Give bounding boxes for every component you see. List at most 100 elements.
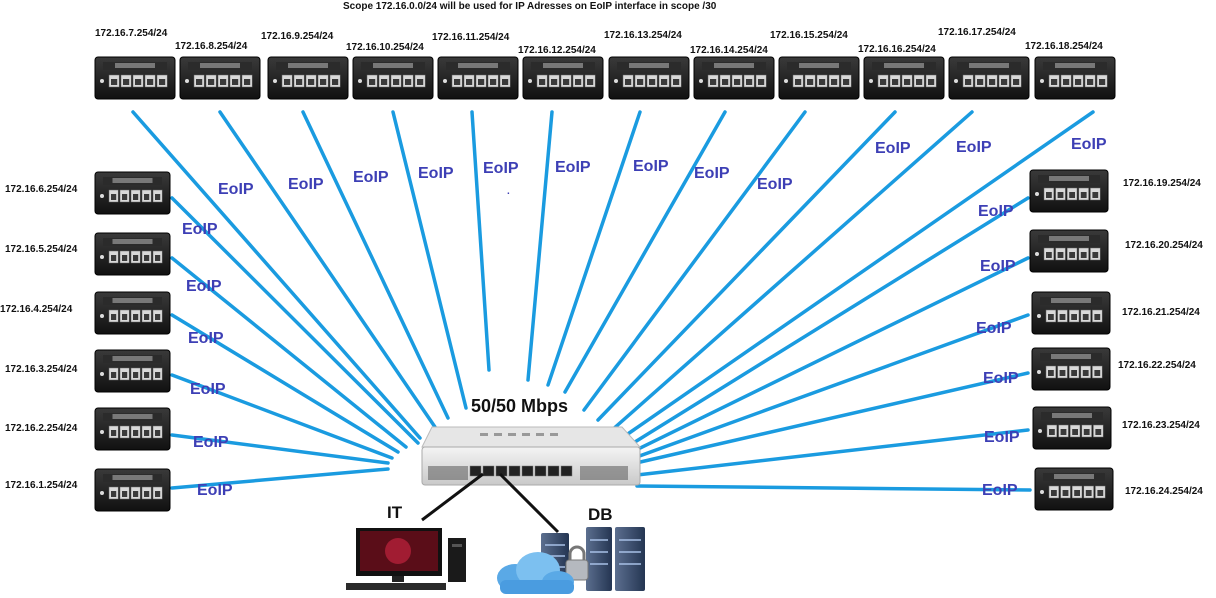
router-ip-label: 172.16.11.254/24: [432, 32, 510, 43]
eoip-label: EoIP: [483, 160, 519, 177]
router-2: 172.16.2.254/24: [5, 407, 171, 451]
router-4: 172.16.4.254/24: [0, 291, 171, 335]
eoip-link-2: [170, 433, 390, 465]
eoip-link-15: [582, 110, 807, 412]
eoip-link-11: [470, 110, 491, 372]
eoip-link-13: [546, 110, 642, 387]
eoip-link-17: [610, 110, 974, 432]
eoip-link-19: [628, 196, 1030, 447]
router-ip-label: 172.16.22.254/24: [1118, 360, 1196, 371]
bandwidth-label: 50/50 Mbps: [471, 396, 568, 416]
router-ip-label: 172.16.10.254/24: [346, 42, 424, 53]
router-3: 172.16.3.254/24: [5, 349, 171, 393]
workstation-icon: [346, 528, 466, 590]
router-23: 172.16.23.254/24: [1032, 406, 1200, 450]
router-ip-label: 172.16.23.254/24: [1122, 420, 1200, 431]
eoip-link-16: [596, 110, 897, 422]
routers: 172.16.1.254/24 172.16.2.254/24 172.16.3.2…: [0, 27, 1203, 512]
router-ip-label: 172.16.2.254/24: [5, 423, 78, 434]
eoip-label: EoIP: [288, 176, 324, 193]
router-5: 172.16.5.254/24: [5, 232, 171, 276]
eoip-label: EoIP: [980, 258, 1016, 275]
eoip-label: EoIP: [193, 434, 229, 451]
eoip-link-18: [620, 110, 1095, 440]
eoip-label: EoIP: [197, 482, 233, 499]
eoip-labels: EoIP EoIP EoIP EoIP EoIP EoIP EoIP EoIP EoIP EoIP…: [182, 136, 1107, 499]
eoip-label: EoIP: [1071, 136, 1107, 153]
eoip-label: EoIP: [984, 429, 1020, 446]
router-1: 172.16.1.254/24: [5, 468, 171, 512]
router-ip-label: 172.16.17.254/24: [938, 27, 1016, 38]
router-15: 172.16.15.254/24: [770, 30, 860, 100]
eoip-link-7: [131, 110, 422, 440]
database-cloud-icon: [497, 527, 645, 594]
router-ip-label: 172.16.18.254/24: [1025, 41, 1103, 52]
eoip-links: [131, 110, 1095, 492]
eoip-label: EoIP: [875, 140, 911, 157]
router-ip-label: 172.16.3.254/24: [5, 364, 78, 375]
router-14: 172.16.14.254/24: [690, 45, 775, 100]
eoip-label: EoIP: [976, 320, 1012, 337]
eoip-link-9: [301, 110, 450, 420]
router-12: 172.16.12.254/24: [518, 45, 604, 100]
router-6: 172.16.6.254/24: [5, 171, 171, 215]
router-ip-label: 172.16.1.254/24: [5, 480, 78, 491]
router-8: 172.16.8.254/24: [175, 41, 261, 100]
eoip-link-21: [632, 313, 1030, 460]
router-17: 172.16.17.254/24: [938, 27, 1030, 100]
router-ip-label: 172.16.7.254/24: [95, 28, 168, 39]
eoip-link-23: [635, 428, 1030, 477]
eoip-label: EoIP: [555, 159, 591, 176]
wire-db: [498, 472, 560, 534]
eoip-label: EoIP: [757, 176, 793, 193]
eoip-label: EoIP: [190, 381, 226, 398]
diagram-title: Scope 172.16.0.0/24 will be used for IP …: [343, 1, 717, 12]
eoip-label: EoIP: [956, 139, 992, 156]
eoip-label: EoIP: [182, 221, 218, 238]
router-ip-label: 172.16.20.254/24: [1125, 240, 1203, 251]
router-ip-label: 172.16.4.254/24: [0, 304, 73, 315]
router-24: 172.16.24.254/24: [1034, 467, 1203, 511]
router-ip-label: 172.16.14.254/24: [690, 45, 768, 56]
eoip-label: EoIP: [418, 165, 454, 182]
router-9: 172.16.9.254/24: [261, 31, 349, 100]
router-19: 172.16.19.254/24: [1029, 169, 1201, 213]
router-7: 172.16.7.254/24: [94, 28, 176, 100]
eoip-link-14: [563, 110, 727, 394]
eoip-label: EoIP: [188, 330, 224, 347]
router-ip-label: 172.16.24.254/24: [1125, 486, 1203, 497]
router-ip-label: 172.16.15.254/24: [770, 30, 848, 41]
eoip-link-8: [218, 110, 437, 429]
eoip-label: EoIP: [633, 158, 669, 175]
router-ip-label: 172.16.19.254/24: [1123, 178, 1201, 189]
router-ip-label: 172.16.16.254/24: [858, 44, 936, 55]
core-switch: [421, 426, 642, 486]
router-18: 172.16.18.254/24: [1025, 41, 1116, 100]
router-10: 172.16.10.254/24: [346, 42, 434, 100]
eoip-link-3: [170, 373, 394, 460]
router-21: 172.16.21.254/24: [1031, 291, 1200, 335]
router-ip-label: 172.16.8.254/24: [175, 41, 248, 52]
eoip-link-1: [170, 467, 390, 490]
eoip-label: EoIP: [982, 482, 1018, 499]
eoip-label: EoIP: [353, 169, 389, 186]
stray-dot: .: [507, 186, 510, 197]
router-ip-label: 172.16.13.254/24: [604, 30, 682, 41]
eoip-link-12: [526, 110, 554, 382]
eoip-label: EoIP: [186, 278, 222, 295]
eoip-link-20: [630, 256, 1030, 454]
router-20: 172.16.20.254/24: [1029, 229, 1203, 273]
wire-it: [421, 472, 484, 522]
eoip-label: EoIP: [218, 181, 254, 198]
router-ip-label: 172.16.5.254/24: [5, 244, 78, 255]
router-ip-label: 172.16.9.254/24: [261, 31, 334, 42]
eoip-label: EoIP: [978, 203, 1014, 220]
router-11: 172.16.11.254/24: [432, 32, 519, 100]
router-22: 172.16.22.254/24: [1031, 347, 1196, 391]
it-label: IT: [387, 503, 403, 522]
eoip-label: EoIP: [694, 165, 730, 182]
eoip-link-5: [170, 256, 408, 449]
router-13: 172.16.13.254/24: [604, 30, 690, 100]
eoip-label: EoIP: [983, 370, 1019, 387]
